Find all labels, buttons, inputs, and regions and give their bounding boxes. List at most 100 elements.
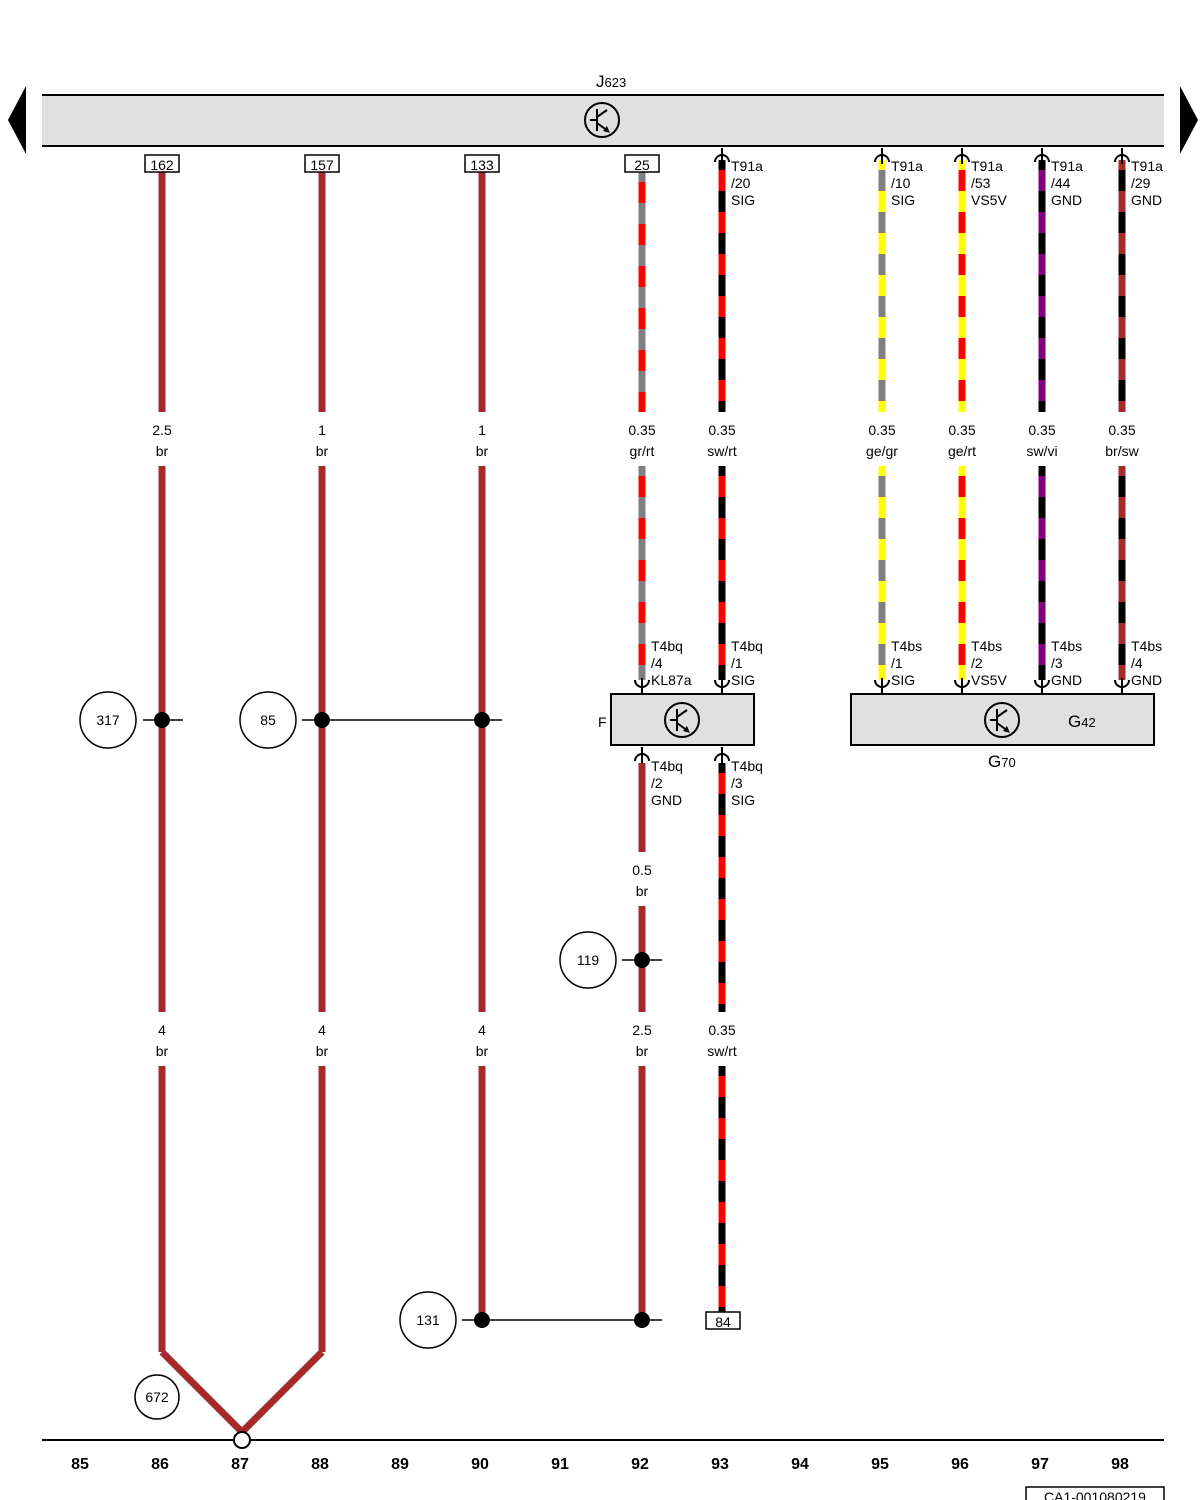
wire-size: 2.5	[632, 1022, 652, 1038]
splice-circle-119[interactable]: 119	[559, 931, 617, 989]
wire-size: 1	[478, 422, 486, 438]
wire-label: 4br	[316, 1022, 329, 1059]
prev-page-arrow-icon[interactable]	[8, 86, 26, 154]
connector-name: T4bs	[891, 638, 922, 654]
wire-label: 4br	[476, 1022, 489, 1059]
connector-signal: SIG	[731, 792, 755, 808]
column-number: 86	[151, 1456, 169, 1473]
wire-color: br	[636, 1043, 649, 1059]
wire-size: 0.35	[708, 1022, 735, 1038]
splice-dots	[154, 712, 650, 1328]
wire-color: br/sw	[1105, 443, 1139, 459]
column-number: 95	[871, 1456, 889, 1473]
connector-signal: VS5V	[971, 192, 1007, 208]
connector-pin-icon	[1114, 148, 1130, 164]
wire-label: 4 br	[156, 1022, 169, 1059]
svg-text:CA1-001080219: CA1-001080219	[1044, 1489, 1146, 1500]
upper-wire-labels: 2.5br1br1br0.35gr/rt0.35sw/rt0.35ge/gr0.…	[152, 422, 1139, 459]
column-number: 89	[391, 1456, 409, 1473]
splice-circle-131[interactable]: 131	[399, 1291, 457, 1349]
connector-name: T4bs	[1131, 638, 1162, 654]
column-number: 93	[711, 1456, 729, 1473]
connector-pin: /1	[731, 655, 743, 671]
connector-pin-icon	[1114, 678, 1130, 694]
wires-layer	[158, 160, 1126, 1437]
splice-circle-317[interactable]: 317	[79, 691, 137, 749]
wire-color: br	[316, 1043, 329, 1059]
ecu-transistor-icon	[584, 102, 620, 138]
wire-color: br	[476, 1043, 489, 1059]
connector-signal: SIG	[731, 672, 755, 688]
column-number: 96	[951, 1456, 969, 1473]
connector-pin-icon	[874, 678, 890, 694]
connector-signal: VS5V	[971, 672, 1007, 688]
connector-pin-icon	[874, 148, 890, 164]
component-f-label: F	[598, 714, 607, 730]
wire-color: br	[476, 443, 489, 459]
connector-name: T4bq	[651, 638, 683, 654]
wire-size: 0.35	[1028, 422, 1055, 438]
wire-label: 2.5br	[152, 422, 172, 459]
pin-box-84[interactable]: 84	[705, 1311, 741, 1330]
splice-circle-85[interactable]: 85	[239, 691, 297, 749]
connector-pin-icon	[954, 678, 970, 694]
wire-size: 0.35	[868, 422, 895, 438]
connector-pin: /4	[651, 655, 663, 671]
connector-name: T4bs	[1051, 638, 1082, 654]
pin-box-133[interactable]: 133	[464, 154, 500, 173]
wire-label: 1br	[316, 422, 329, 459]
connector-pin: /10	[891, 175, 911, 191]
svg-text:317: 317	[96, 712, 120, 728]
wire-color: ge/gr	[866, 443, 898, 459]
connector-name: T4bq	[731, 758, 763, 774]
connector-pin: /44	[1051, 175, 1071, 191]
wire-color: ge/rt	[948, 443, 976, 459]
wire-color: sw/rt	[707, 443, 737, 459]
svg-text:131: 131	[416, 1312, 440, 1328]
wire-label: 0.35 ge/gr	[866, 422, 898, 459]
pin-box-25[interactable]: 25	[624, 154, 660, 173]
next-page-arrow-icon[interactable]	[1180, 86, 1198, 154]
footer-code: CA1-001080219	[1025, 1486, 1165, 1500]
column-number: 88	[311, 1456, 329, 1473]
svg-text:119: 119	[577, 952, 600, 968]
connector-pin-icon	[714, 148, 730, 164]
connector-signal: SIG	[891, 192, 915, 208]
column-number: 85	[71, 1456, 89, 1473]
connector-pin-icon	[1034, 678, 1050, 694]
column-number: 91	[551, 1456, 569, 1473]
column-number: 92	[631, 1456, 649, 1473]
connector-name: T4bq	[651, 758, 683, 774]
wire-color: sw/vi	[1026, 443, 1057, 459]
wire-color: br	[316, 443, 329, 459]
svg-text:84: 84	[715, 1314, 731, 1330]
wire-label: 0.35 sw/vi	[1026, 422, 1057, 459]
wire-size: 4	[158, 1022, 166, 1038]
wire-color: br	[156, 1043, 169, 1059]
pin-box-162[interactable]: 162	[144, 154, 180, 173]
wire-color: gr/rt	[630, 443, 655, 459]
pin-box-157[interactable]: 157	[304, 154, 340, 173]
top-pin-boxes: 162 157 133 25	[144, 154, 660, 173]
wire-brown-ground-v	[159, 1349, 325, 1437]
splice-circle-672[interactable]: 672	[134, 1374, 180, 1420]
